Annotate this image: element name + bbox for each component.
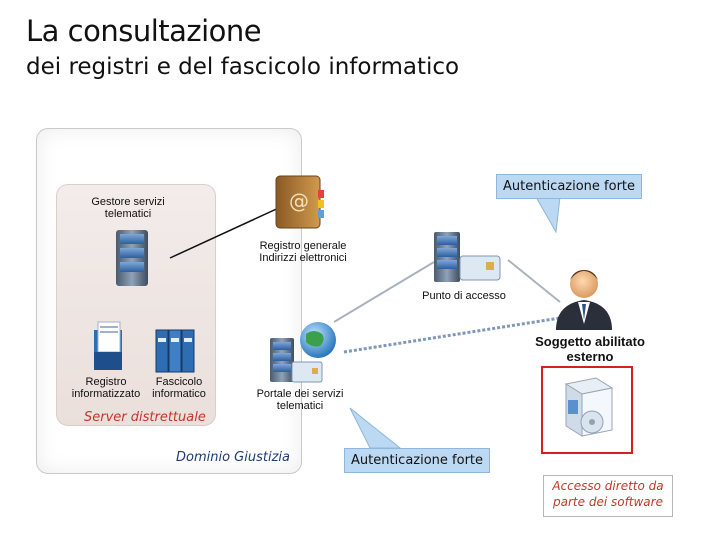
server-gestore-icon	[116, 230, 148, 286]
registro-label: Registro informatizzato	[71, 376, 141, 400]
registro-icon	[94, 321, 122, 370]
access-note: Accesso diretto da parte dei software	[543, 475, 673, 517]
fascicolo-icon	[155, 329, 195, 373]
page-subtitle: dei registri e del fascicolo informatico	[26, 54, 460, 80]
soggetto-label: Soggetto abilitato esterno	[535, 334, 645, 364]
fascicolo-label: Fascicolo informatico	[152, 376, 206, 400]
punto-accesso-icon	[434, 232, 501, 282]
domain-label: Dominio Giustizia	[176, 450, 290, 465]
gestore-label: Gestore servizi telematici	[91, 196, 165, 220]
punto-label: Punto di accesso	[422, 290, 506, 302]
link-gestore-reginde	[169, 205, 284, 259]
link-portale-soggetto	[343, 316, 561, 354]
page-title: La consultazione	[26, 14, 262, 48]
link-server-punto	[333, 261, 435, 323]
server-container	[56, 184, 216, 426]
person-icon	[556, 270, 612, 330]
callout-bottom-pointer	[349, 407, 402, 449]
software-box-icon	[564, 377, 614, 437]
svg-text:@: @	[289, 189, 309, 213]
reginde-label: Registro generale Indirizzi elettronici	[259, 240, 347, 264]
link-punto-soggetto	[507, 259, 561, 303]
callout-top-pointer	[535, 196, 561, 234]
portale-icon	[270, 322, 336, 383]
callout-auth-top: Autenticazione forte	[496, 174, 643, 199]
server-label: Server distrettuale	[84, 410, 206, 425]
callout-auth-bottom: Autenticazione forte	[344, 448, 491, 473]
portale-label: Portale dei servizi telematici	[256, 388, 344, 412]
address-book-icon: @	[275, 175, 324, 229]
software-highlight-frame	[541, 366, 633, 454]
